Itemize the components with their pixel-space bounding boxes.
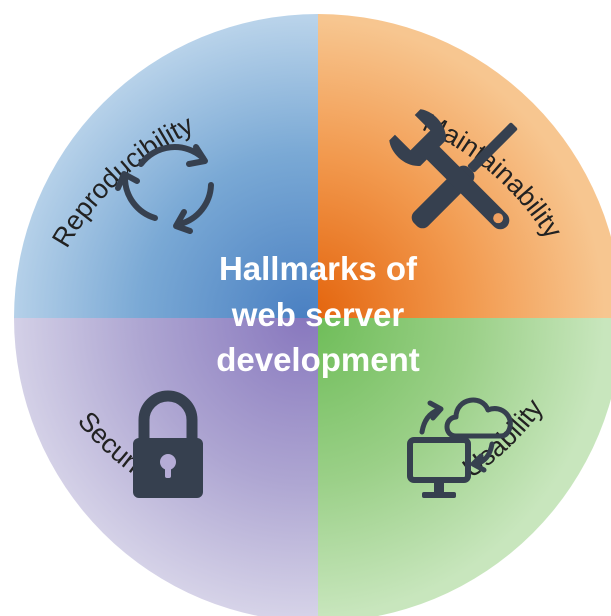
padlock-icon xyxy=(133,390,203,498)
quadrant-usability xyxy=(318,318,611,616)
refresh-cycle-icon xyxy=(115,144,214,234)
center-title-line-3: development xyxy=(216,341,420,378)
quadrant-reproducibility xyxy=(14,14,318,318)
center-title-line-2: web server xyxy=(231,296,405,333)
wrench-screwdriver-icon xyxy=(389,109,518,230)
computer-cloud-sync-icon xyxy=(407,397,513,498)
center-title: Hallmarks of web server development xyxy=(216,250,420,378)
center-title-line-1: Hallmarks of xyxy=(219,250,418,287)
